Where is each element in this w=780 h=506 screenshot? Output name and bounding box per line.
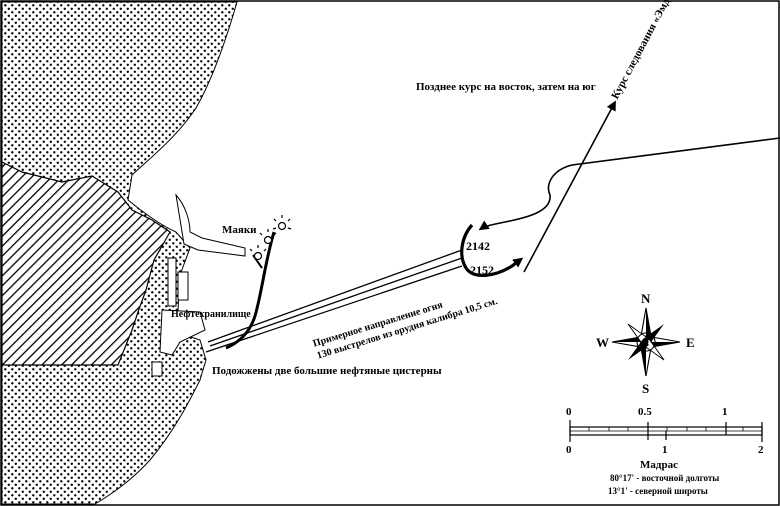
- scale-top-0: 0: [566, 406, 572, 418]
- label-later-course: Позднее курс на восток, затем на юг: [416, 81, 596, 93]
- fire-direction-lines: [205, 249, 463, 353]
- compass-west: W: [596, 335, 609, 350]
- time-label-2152: 2152: [470, 263, 494, 277]
- city-name: Мадрас: [640, 459, 678, 471]
- scale-bottom-0: 0: [566, 444, 572, 456]
- lighthouse-icon: [249, 215, 292, 261]
- scale-bottom-2: 2: [758, 444, 764, 456]
- compass-rose: [611, 307, 681, 377]
- compass-east: E: [686, 335, 695, 350]
- city-area: [1, 161, 171, 366]
- ship-track-thin: [478, 137, 780, 231]
- course-line: [523, 100, 616, 273]
- time-label-2142: 2142: [466, 239, 490, 253]
- label-oil-storage: Нефтехранилище: [171, 309, 251, 320]
- ship-track-bold: [460, 223, 524, 277]
- compass-north: N: [641, 291, 651, 306]
- scale-top-0-5: 0.5: [638, 406, 652, 418]
- scale-top-1: 1: [722, 406, 728, 418]
- latitude-label: 13°1' - северной широты: [608, 486, 708, 496]
- scale-bottom-1: 1: [662, 444, 668, 456]
- longitude-label: 80°17' - восточной долготы: [610, 473, 720, 483]
- harbour-structures: [151, 193, 246, 377]
- scale-bar: [569, 420, 763, 442]
- compass-south: S: [642, 381, 650, 396]
- label-lighthouses: Маяки: [222, 224, 257, 236]
- label-tanks-burned: Подожжены две большие нефтяные цистерны: [212, 365, 442, 377]
